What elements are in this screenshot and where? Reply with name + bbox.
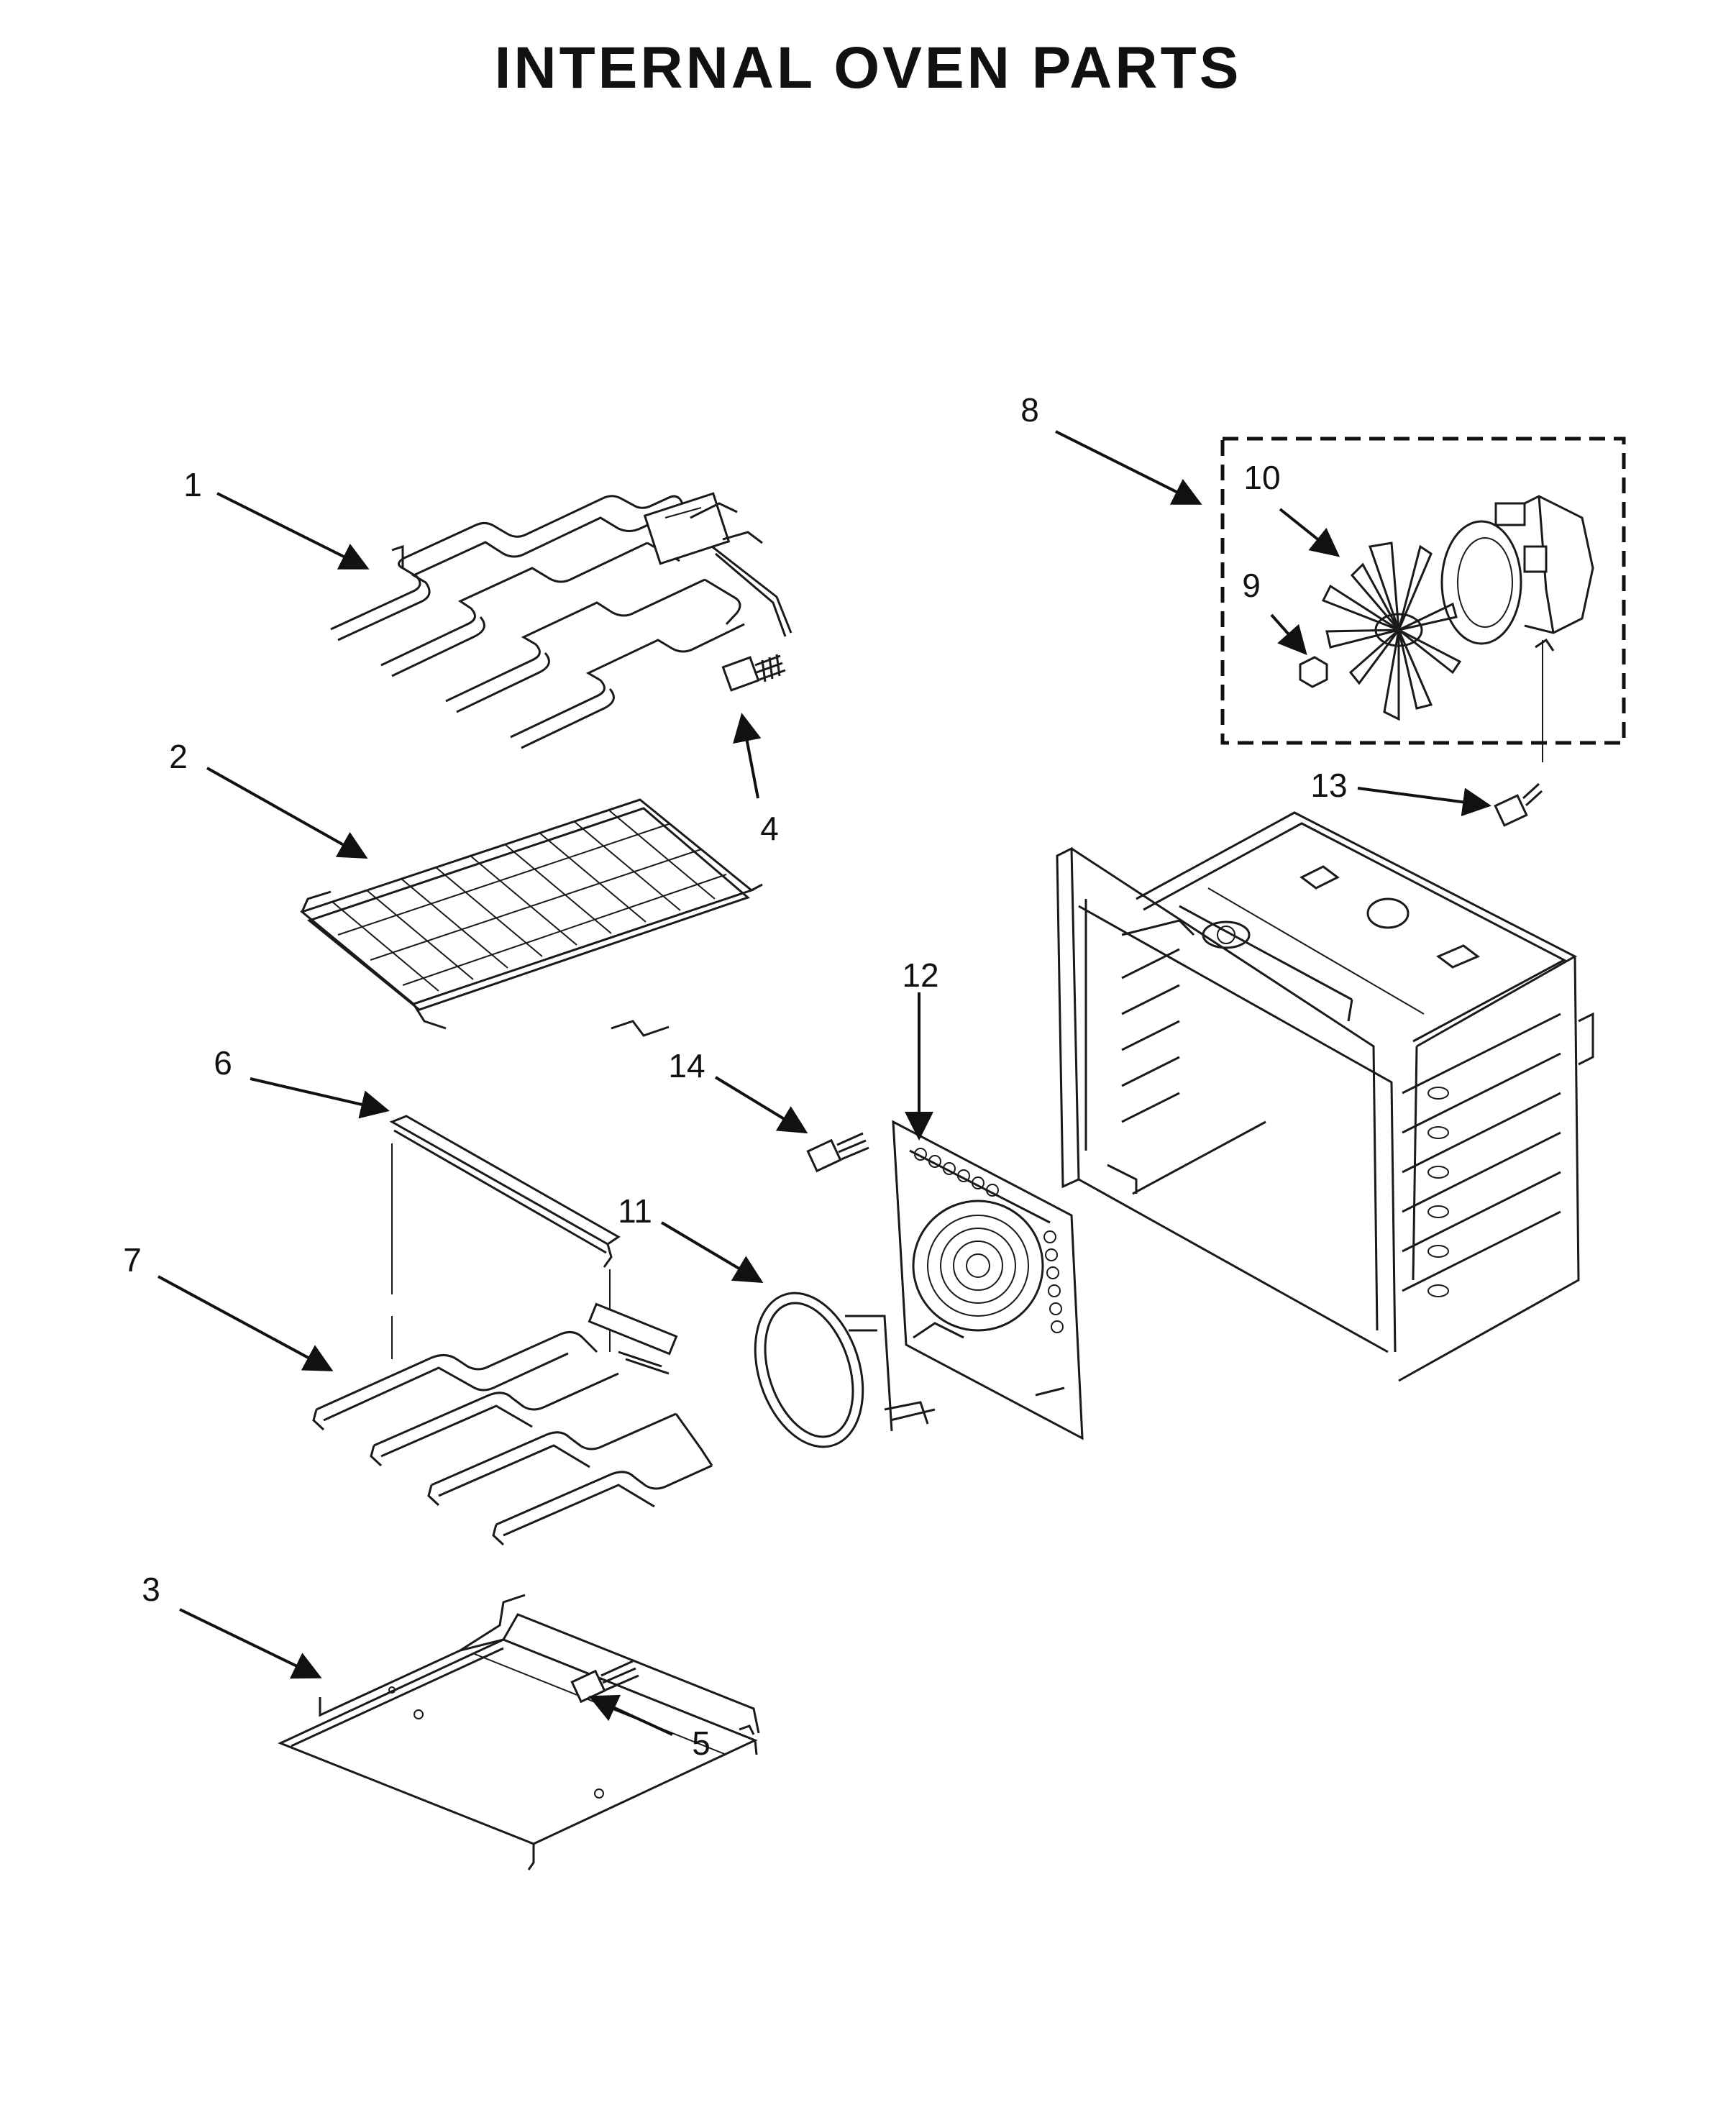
callout-10: 10 bbox=[1243, 459, 1280, 496]
fan-blade-part bbox=[1321, 542, 1462, 721]
callout-4: 4 bbox=[760, 810, 779, 847]
callout-11: 11 bbox=[618, 1192, 652, 1230]
callout-8: 8 bbox=[1020, 391, 1039, 429]
callout-13: 13 bbox=[1310, 767, 1347, 804]
fan-nut-part bbox=[1299, 656, 1328, 688]
fan-motor-part bbox=[1440, 495, 1594, 762]
shield-part-6 bbox=[389, 1115, 621, 1359]
oven-rack-part bbox=[299, 798, 763, 1037]
callout-6: 6 bbox=[214, 1044, 232, 1082]
callout-2: 2 bbox=[169, 738, 188, 775]
screw-part-4 bbox=[721, 654, 786, 692]
callout-1: 1 bbox=[183, 466, 202, 503]
back-panel-part bbox=[892, 1120, 1084, 1440]
screw-part-13 bbox=[1494, 782, 1543, 827]
callout-14: 14 bbox=[668, 1047, 705, 1084]
callout-arrows bbox=[157, 430, 1491, 1736]
fan-assembly-outline bbox=[1220, 437, 1626, 745]
bottom-panel-part bbox=[278, 1594, 760, 1870]
broil-element-part bbox=[330, 492, 792, 749]
oven-cavity bbox=[1056, 811, 1594, 1382]
callout-5: 5 bbox=[692, 1724, 711, 1762]
page-title: INTERNAL OVEN PARTS bbox=[495, 35, 1242, 101]
callout-9: 9 bbox=[1242, 567, 1261, 604]
callout-7: 7 bbox=[123, 1241, 142, 1279]
screw-part-5 bbox=[570, 1660, 639, 1704]
callout-12: 12 bbox=[902, 956, 938, 994]
bake-element-part bbox=[312, 1302, 713, 1546]
screw-part-14 bbox=[806, 1132, 869, 1173]
convection-element-part bbox=[754, 1292, 936, 1448]
callout-3: 3 bbox=[142, 1571, 160, 1608]
